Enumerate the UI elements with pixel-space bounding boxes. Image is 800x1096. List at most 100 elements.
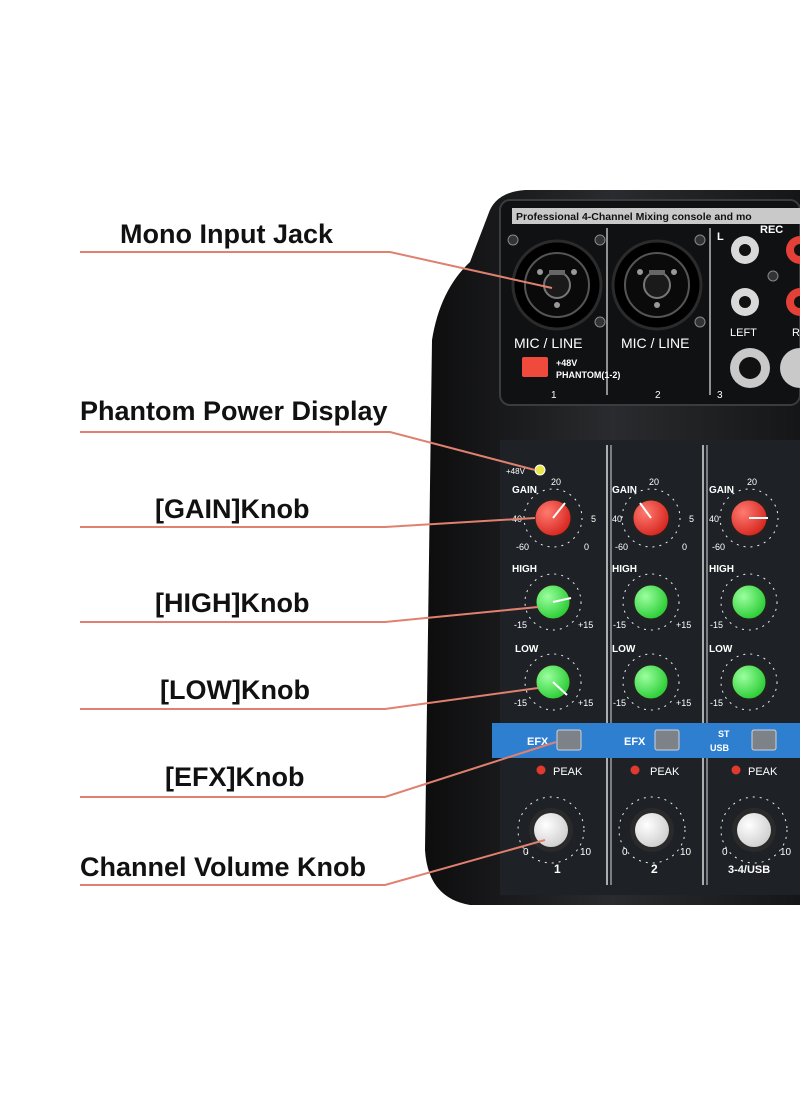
efx-button-1[interactable] [556,729,582,751]
peak-label-2: PEAK [650,766,680,778]
quarter-inch-jack-2[interactable] [780,348,800,388]
strip-number-3: 3-4/USB [728,864,770,876]
callout-phantom-power-display: Phantom Power Display [80,396,388,426]
high-label-2: HIGH [612,564,637,575]
rca-jack-1[interactable] [731,236,759,264]
high-label-3: HIGH [709,564,734,575]
leader-gain-knob [80,517,536,528]
gain-br-2: 0 [682,542,687,552]
vol-min-3: 0 [722,847,728,858]
low-max-1: +15 [578,698,593,708]
screw-icon [507,234,519,246]
xlr-jack-2[interactable] [611,239,703,331]
low-min-3: -15 [710,698,723,708]
gain-left-3: 40 [709,514,719,524]
callout-gain-knob: [GAIN]Knob [155,494,309,524]
left-label: LEFT [730,327,757,339]
high-min-3: -15 [710,620,723,630]
gain-top-1: 20 [551,477,561,487]
gain-left-2: 40 [612,514,622,524]
screw-icon [767,270,779,282]
screw-icon [694,234,706,246]
high-knob-3[interactable] [720,573,778,631]
peak-led-1 [536,765,546,775]
peak-label-1: PEAK [553,766,583,778]
peak-led-3 [731,765,741,775]
l-label: L [717,231,724,243]
volume-knob-3[interactable] [720,796,788,864]
low-knob-1[interactable] [524,653,582,711]
screw-icon [594,234,606,246]
vol-max-1: 10 [580,847,592,858]
gain-label-2: GAIN [612,485,637,496]
usb-label: USB [710,743,730,753]
screw-icon [594,316,606,328]
low-knob-3[interactable] [720,653,778,711]
leader-mono-input-jack [80,251,553,289]
gain-bl-1: -60 [516,542,529,552]
high-knob-2[interactable] [622,573,680,631]
vol-max-3: 10 [780,847,792,858]
mic-line-label-2: MIC / LINE [621,335,689,351]
callout-high-knob: [HIGH]Knob [155,588,309,618]
r-label: R [792,327,800,339]
rec-label: REC [760,224,783,236]
gain-label-3: GAIN [709,485,734,496]
quarter-inch-jack[interactable] [730,348,770,388]
high-min-2: -15 [613,620,626,630]
leader-efx-knob [80,741,557,798]
low-label-3: LOW [709,644,733,655]
low-knob-2[interactable] [622,653,680,711]
phantom-led [534,464,546,476]
efx-button-2[interactable] [654,729,680,751]
strip-number-1: 1 [554,862,561,876]
high-label-1: HIGH [512,564,537,575]
peak-label-3: PEAK [748,766,778,778]
leader-high-knob [80,606,539,623]
st-label: ST [718,729,730,739]
mic-line-label-1: MIC / LINE [514,335,582,351]
efx-label-2: EFX [624,736,646,748]
phantom-range-label: PHANTOM(1-2) [556,370,620,380]
leader-low-knob [80,687,539,710]
callout-mono-input-jack: Mono Input Jack [120,219,334,249]
leader-phantom-power-display [80,431,536,471]
callout-efx-knob: [EFX]Knob [165,762,304,792]
rca-jack-2[interactable] [731,288,759,316]
rca-jack-red-2[interactable] [786,288,800,316]
high-knob-1[interactable] [524,573,582,631]
gain-br-1: 0 [584,542,589,552]
header-strip [512,208,800,224]
gain-label-1: GAIN [512,485,537,496]
gain-knob-3[interactable] [719,488,779,548]
gain-top-2: 20 [649,477,659,487]
peak-led-2 [630,765,640,775]
phantom-button[interactable] [522,357,548,377]
gain-right-1: 5 [591,514,596,524]
strip-number-2: 2 [651,862,658,876]
st-usb-button[interactable] [751,729,777,751]
xlr-jack-1[interactable] [511,239,603,331]
channel-number-3: 3 [717,390,723,401]
gain-top-3: 20 [747,477,757,487]
callout-channel-volume-knob: Channel Volume Knob [80,852,366,882]
high-max-1: +15 [578,620,593,630]
vol-max-2: 10 [680,847,692,858]
gain-right-2: 5 [689,514,694,524]
low-max-2: +15 [676,698,691,708]
low-min-2: -15 [613,698,626,708]
led-label: +48V [506,467,526,476]
gain-knob-2[interactable] [621,488,681,548]
vol-min-2: 0 [622,847,628,858]
rca-jack-red-1[interactable] [786,236,800,264]
screw-icon [694,316,706,328]
leader-channel-volume-knob [80,839,546,886]
low-label-1: LOW [515,644,539,655]
gain-knob-1[interactable] [523,488,583,548]
channel-number-2: 2 [655,390,661,401]
volume-knob-2[interactable] [618,796,686,864]
low-min-1: -15 [514,698,527,708]
vol-min-1: 0 [523,847,529,858]
